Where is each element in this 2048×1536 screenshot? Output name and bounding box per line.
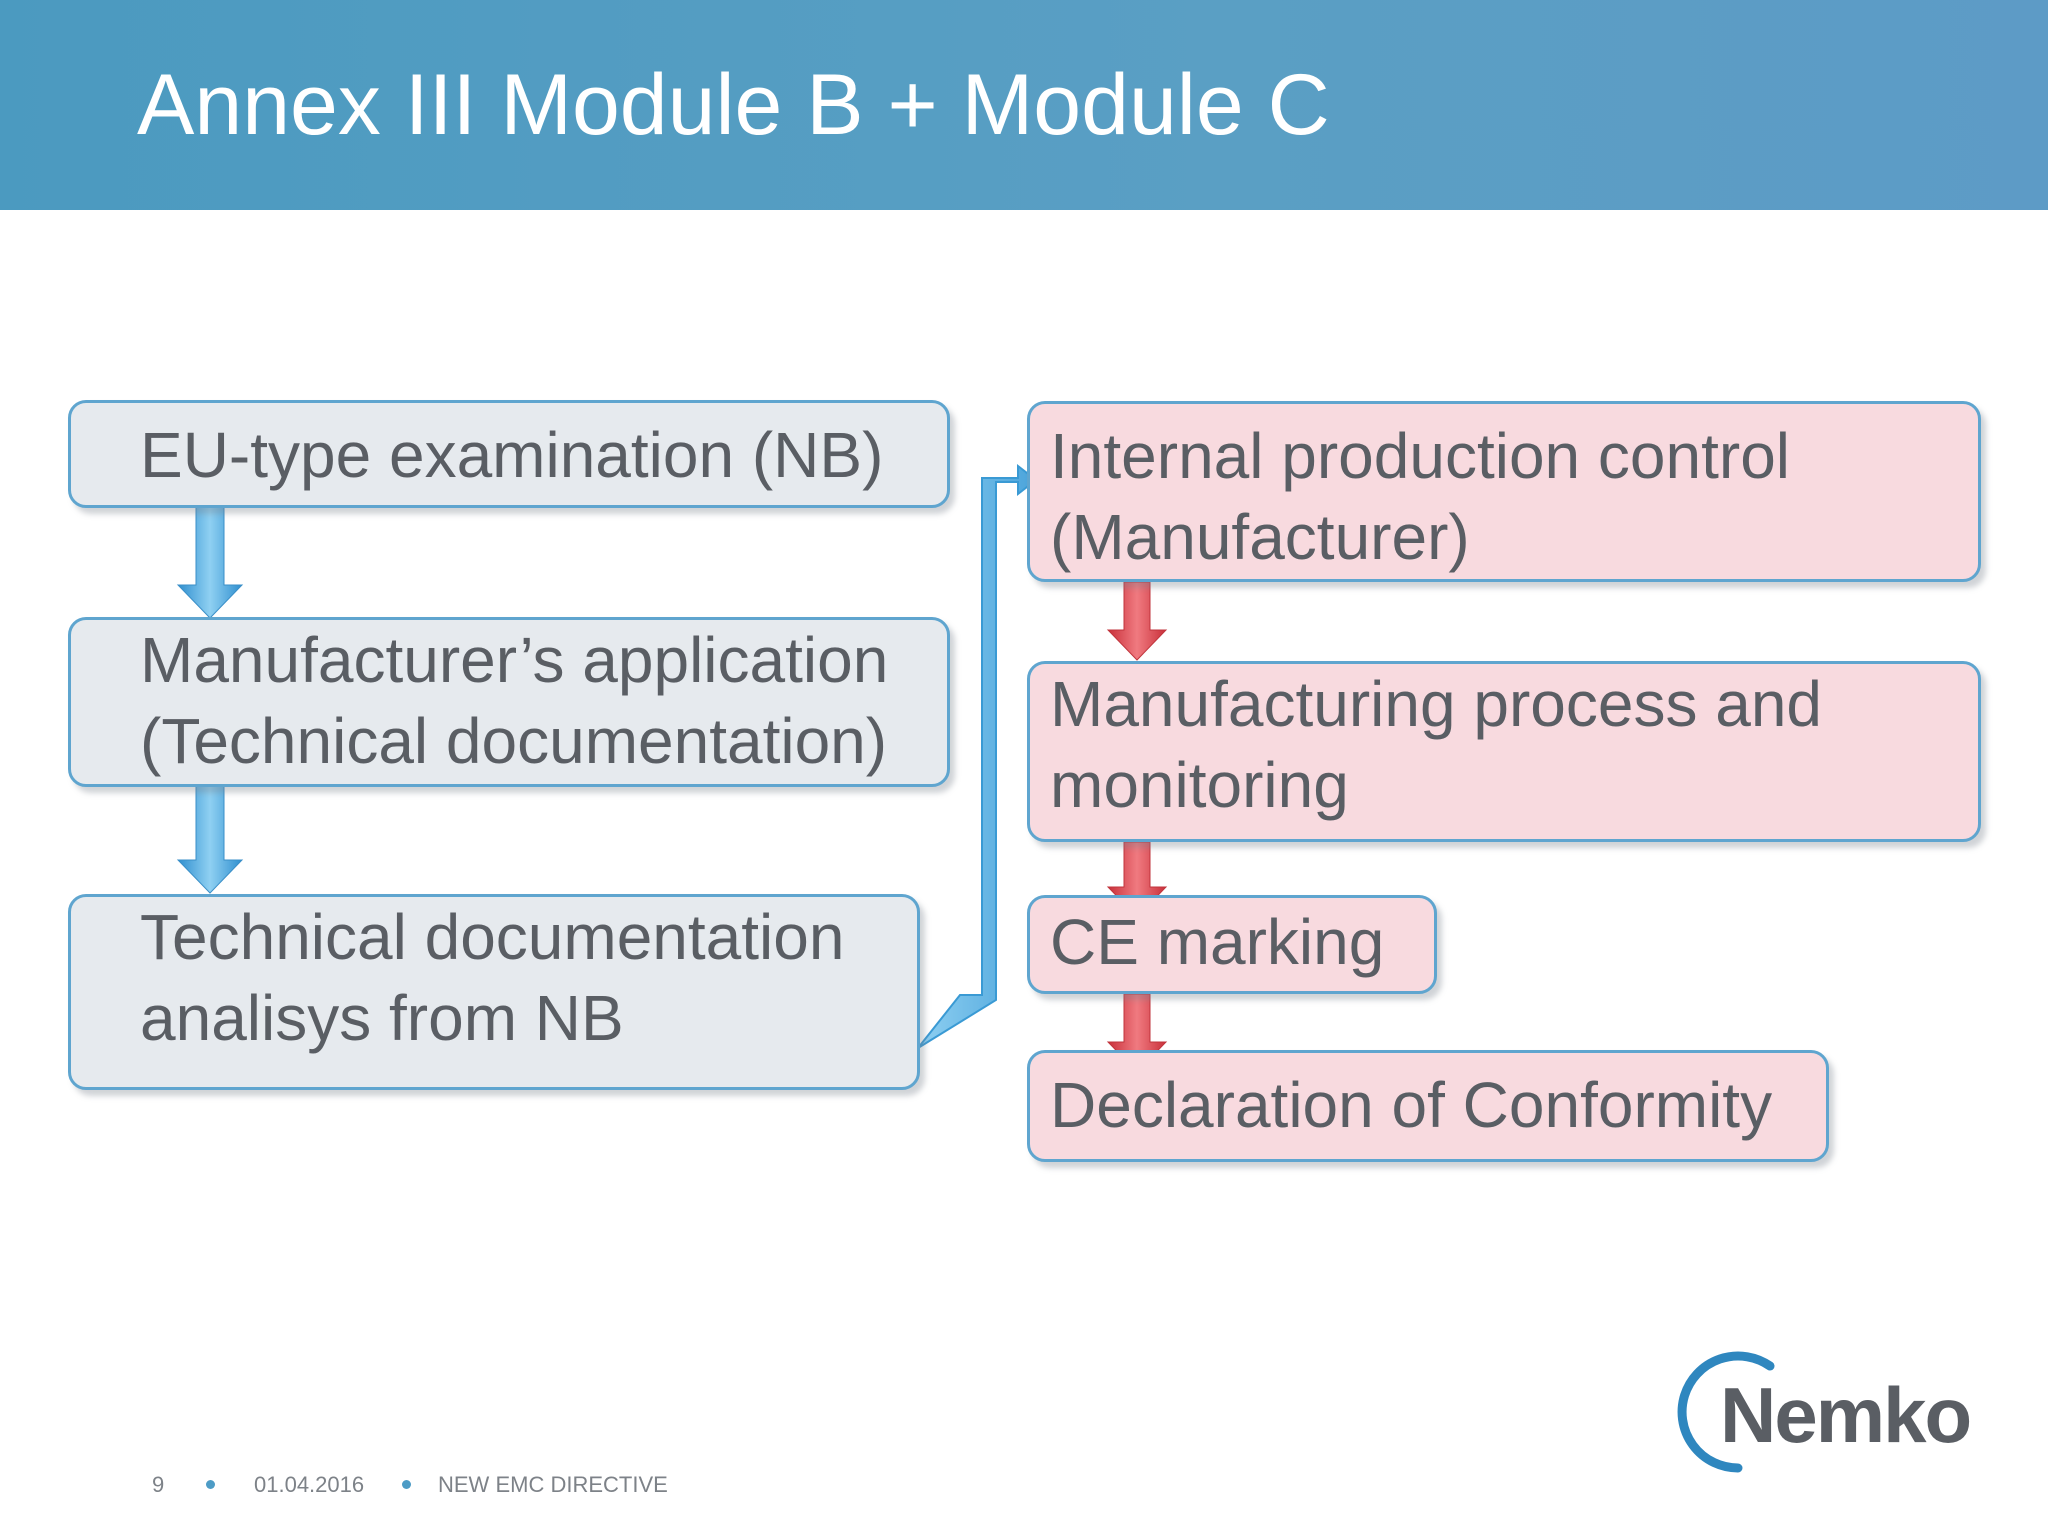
box-eu-type-examination: EU-type examination (NB) (68, 400, 950, 508)
box-line: CE marking (1050, 906, 1385, 978)
box-ce-marking: CE marking (1027, 895, 1437, 994)
footer-date: 01.04.2016 (254, 1472, 365, 1497)
box-line: Manufacturing process and (1050, 668, 1822, 740)
box-line: (Technical documentation) (140, 705, 888, 777)
box-internal-production-control: Internal production control (Manufacture… (1027, 401, 1981, 582)
box-manufacturing-process: Manufacturing process and monitoring (1027, 661, 1981, 842)
page-number: 9 (152, 1472, 165, 1497)
box-technical-documentation-analysis: Technical documentation analisys from NB (68, 894, 920, 1090)
box-line: Manufacturer’s application (140, 624, 889, 696)
footer-dot-1 (206, 1480, 215, 1489)
box-declaration-of-conformity: Declaration of Conformity (1027, 1050, 1829, 1162)
title-bar: Annex III Module B + Module C (0, 0, 2048, 210)
slide-title: Annex III Module B + Module C (137, 57, 1330, 153)
logo-text: Nemko (1720, 1371, 1972, 1459)
logo-ring-icon (1677, 1351, 1775, 1473)
box-line: analisys from NB (140, 982, 624, 1054)
nemko-logo: Nemko (1660, 1350, 1980, 1480)
box-line: Technical documentation (140, 901, 845, 973)
box-line: Declaration of Conformity (1050, 1069, 1773, 1141)
down-arrow-red-1 (1106, 581, 1168, 661)
box-line: (Manufacturer) (1050, 501, 1470, 573)
box-manufacturers-application: Manufacturer’s application (Technical do… (68, 617, 950, 787)
box-line: monitoring (1050, 749, 1349, 821)
box-line: EU-type examination (NB) (140, 419, 884, 491)
box-line: Internal production control (1050, 420, 1790, 492)
footer-dot-2 (402, 1480, 411, 1489)
down-arrow-blue-1 (176, 504, 244, 619)
footer-section: NEW EMC DIRECTIVE (438, 1472, 668, 1497)
down-arrow-blue-2 (176, 784, 244, 894)
